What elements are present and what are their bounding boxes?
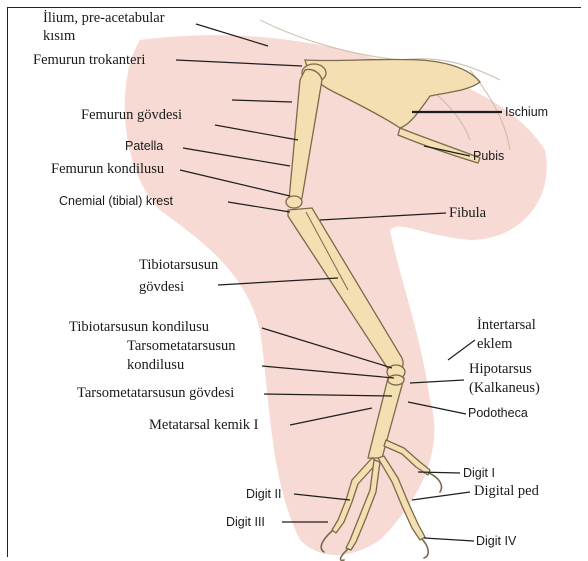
label-femur-condyle: Femurun kondilusu	[51, 162, 164, 177]
label-podotheca: Podotheca	[468, 406, 528, 421]
label-femur-trochanter: Femurun trokanteri	[33, 53, 145, 68]
label-fibula: Fibula	[449, 206, 486, 221]
label-digit-4: Digit IV	[476, 534, 516, 549]
label-ilium: İlium, pre-acetabular	[43, 11, 165, 26]
label-tibiotarsus-body: Tibiotarsusun	[139, 258, 218, 273]
label-femur-body: Femurun gövdesi	[81, 108, 182, 123]
label-intertarsal-joint-2: eklem	[477, 337, 512, 352]
label-ilium-part: kısım	[43, 29, 75, 44]
label-digital-pad: Digital ped	[474, 484, 539, 499]
label-tarsometatarsus-condyle: Tarsometatarsusun	[127, 339, 236, 354]
label-intertarsal-joint: İntertarsal	[477, 318, 536, 333]
label-cnemial-crest: Cnemial (tibial) krest	[59, 194, 173, 209]
label-digit-3: Digit III	[226, 515, 265, 530]
label-digit-1: Digit I	[463, 466, 495, 481]
label-tarsometatarsus-body: Tarsometatarsusun gövdesi	[77, 386, 234, 401]
label-tibiotarsus-body-2: gövdesi	[139, 280, 184, 295]
label-hypotarsus: Hipotarsus	[469, 362, 532, 377]
label-calcaneus: (Kalkaneus)	[469, 381, 540, 396]
label-tarsometatarsus-condyle-2: kondilusu	[127, 358, 184, 373]
label-metatarsal-1: Metatarsal kemik I	[149, 418, 259, 433]
label-digit-2: Digit II	[246, 487, 281, 502]
label-patella: Patella	[125, 139, 163, 154]
label-tibiotarsus-condyle: Tibiotarsusun kondilusu	[69, 320, 209, 335]
label-ischium: Ischium	[505, 105, 548, 120]
label-pubis: Pubis	[473, 149, 504, 164]
